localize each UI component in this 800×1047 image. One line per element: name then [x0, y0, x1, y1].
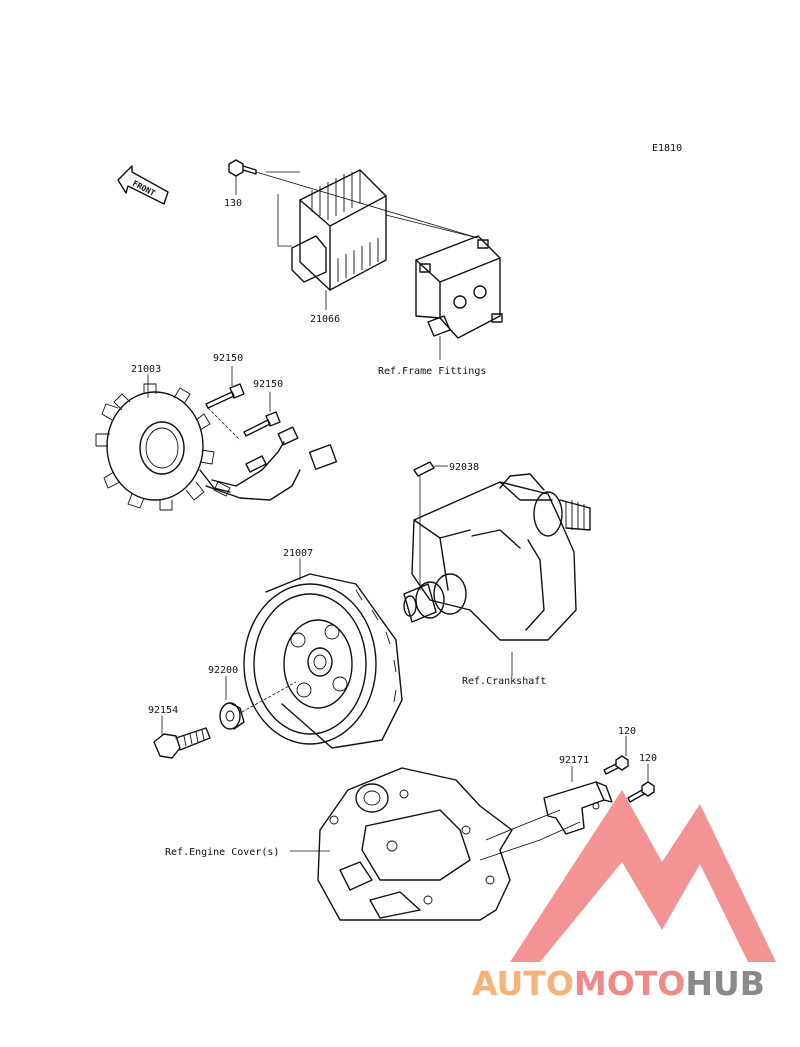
label-21066: 21066 [310, 314, 340, 325]
watermark-part-auto: AUTO [472, 964, 574, 1003]
stator-21003 [95, 383, 231, 511]
engine-cover [317, 767, 581, 921]
ref-engine-covers: Ref.Engine Cover(s) [165, 847, 279, 858]
watermark-text: AUTOMOTOHUB [472, 964, 765, 1003]
bracket-92171 [543, 781, 613, 835]
label-92154: 92154 [148, 705, 178, 716]
diagram-code: E1810 [652, 143, 682, 154]
woodruff-key-92038 [413, 461, 435, 477]
label-92150-b: 92150 [253, 379, 283, 390]
ref-crankshaft: Ref.Crankshaft [462, 676, 546, 687]
label-21007: 21007 [283, 548, 313, 559]
front-arrow-icon: FRONT [117, 165, 169, 205]
washer-92200 [219, 702, 245, 730]
label-21003: 21003 [131, 364, 161, 375]
label-130: 130 [224, 198, 242, 209]
bolt-130 [228, 159, 257, 177]
crankshaft [403, 473, 591, 641]
stator-wiring-harness [205, 426, 338, 501]
automotohub-logo [510, 790, 776, 962]
regulator-rectifier [291, 169, 387, 291]
bolt-92150-b [243, 411, 281, 437]
frame-bracket [415, 235, 503, 339]
bolt-120-a [603, 755, 629, 775]
bolt-92154 [153, 727, 211, 759]
label-120-a: 120 [618, 726, 636, 737]
watermark-part-moto: MOTO [574, 964, 685, 1003]
bolt-120-b [627, 781, 655, 803]
label-92038: 92038 [449, 462, 479, 473]
rotor-flywheel-21007 [243, 573, 403, 749]
label-92200: 92200 [208, 665, 238, 676]
watermark-part-hub: HUB [685, 964, 765, 1003]
label-92171: 92171 [559, 755, 589, 766]
bolt-92150-a [205, 383, 245, 409]
front-arrow-label: FRONT [131, 179, 157, 198]
label-92150-a: 92150 [213, 353, 243, 364]
label-120-b: 120 [639, 753, 657, 764]
ref-frame-fittings: Ref.Frame Fittings [378, 366, 486, 377]
